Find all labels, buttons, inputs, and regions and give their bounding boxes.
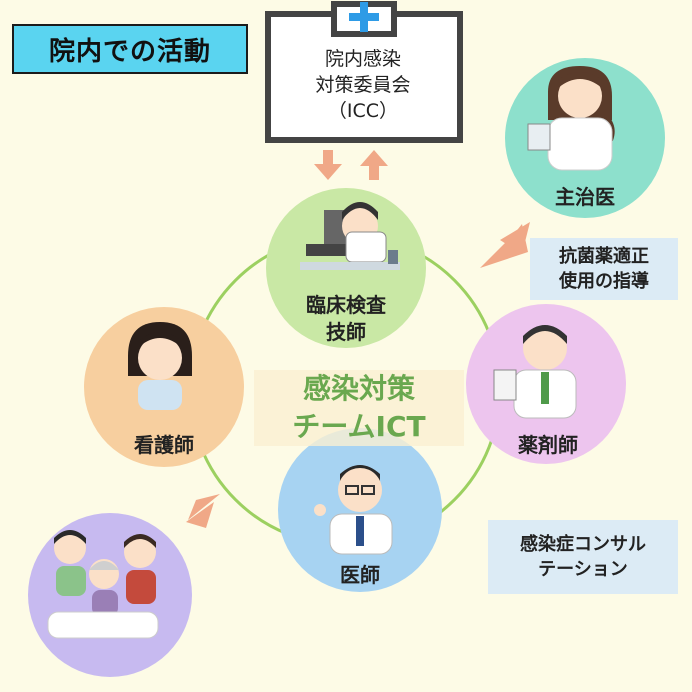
doctor-figure xyxy=(314,465,393,555)
pharmacist-label: 薬剤師 xyxy=(518,433,578,457)
icc-label-line3: （ICC） xyxy=(327,100,399,122)
nurse-figure xyxy=(128,322,192,410)
patient-family-figure xyxy=(47,530,159,639)
lab-technician-label-line1: 臨床検査 xyxy=(306,293,386,317)
ict-label-line2: チームICT xyxy=(292,410,426,443)
icc-label-line1: 院内感染 xyxy=(324,48,401,70)
lab-technician-label-line2: 技師 xyxy=(326,320,366,344)
infection-consultation-note: 感染症コンサル テーション xyxy=(488,520,678,594)
icc-label-line2: 対策委員会 xyxy=(315,74,411,96)
lab-technician-figure xyxy=(300,202,400,270)
infection-consultation-line2: テーション xyxy=(538,559,628,580)
arrow-to-patient xyxy=(186,494,220,528)
arrow-down-to-ict xyxy=(314,150,342,180)
attending-label: 主治医 xyxy=(555,185,615,209)
page-title: 院内での活動 xyxy=(12,24,248,74)
icc-building xyxy=(265,1,463,143)
attending-doctor-figure xyxy=(527,66,615,171)
antibiotic-guidance-line2: 使用の指導 xyxy=(559,271,649,292)
pharmacist-figure xyxy=(493,325,577,419)
ict-label: 感染対策 チームICT xyxy=(254,370,464,446)
antibiotic-guidance-note: 抗菌薬適正 使用の指導 xyxy=(530,238,678,300)
infection-consultation-line1: 感染症コンサル xyxy=(520,534,646,555)
ict-label-line1: 感染対策 xyxy=(302,372,415,405)
arrow-up-to-icc xyxy=(360,150,388,180)
icc-label: 院内感染 対策委員会 （ICC） xyxy=(268,46,458,124)
antibiotic-guidance-line1: 抗菌薬適正 xyxy=(559,246,649,267)
arrow-to-attending xyxy=(480,222,530,268)
lab-technician-label: 臨床検査 技師 xyxy=(296,292,396,346)
nurse-label: 看護師 xyxy=(134,433,194,457)
doctor-label: 医師 xyxy=(340,563,380,587)
